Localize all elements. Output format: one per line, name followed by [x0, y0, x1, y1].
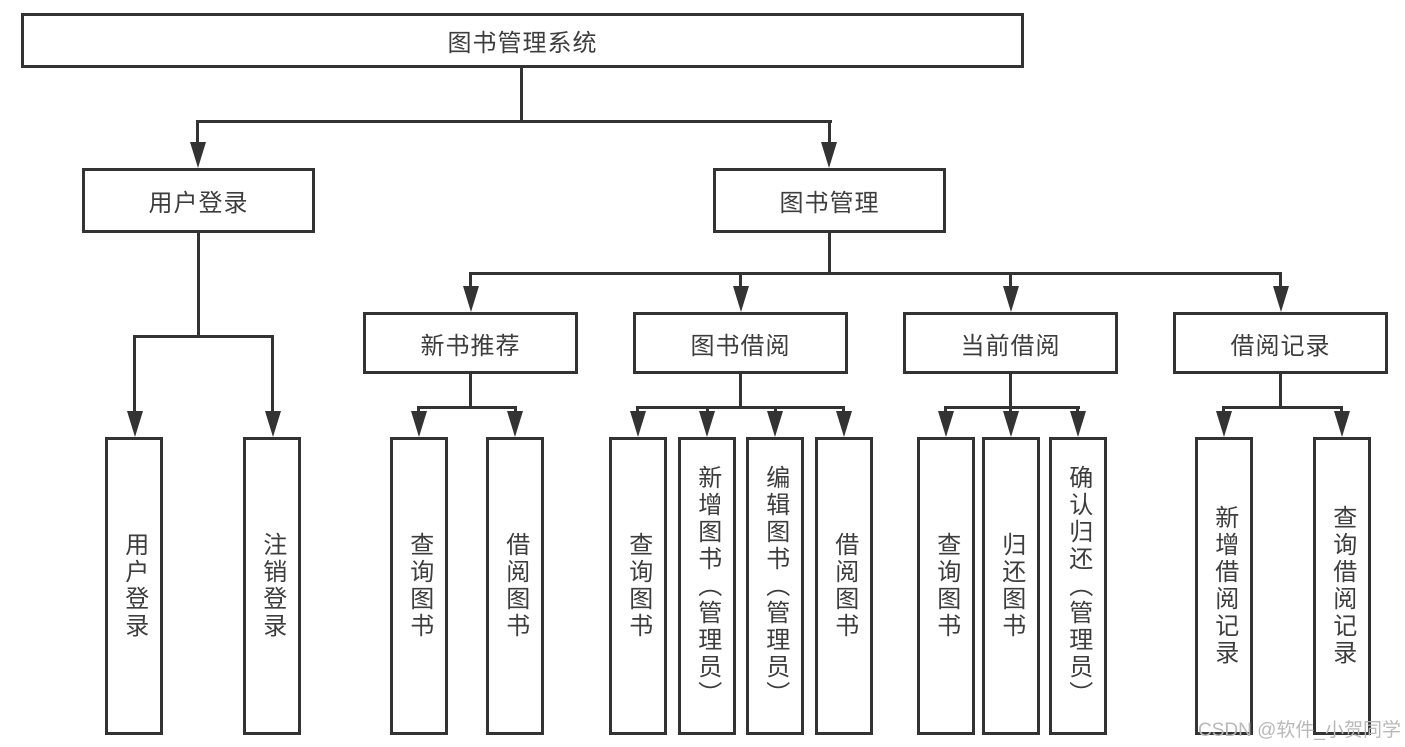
arrow-down-icon: [127, 411, 143, 437]
connector-borrow-records-crossbar: [1222, 406, 1343, 409]
leaf-label: 查询图书: [932, 532, 960, 640]
csdn-watermark: CSDN @软件_小贺同学: [1198, 720, 1401, 741]
connector-book-borrow-crossbar: [636, 406, 845, 409]
leaf-label: 编辑图书（管理员）: [761, 464, 789, 708]
connector-new-book-stem: [469, 374, 472, 406]
leaf-borrow-books: 借阅图书: [815, 437, 873, 735]
connector-root-stem: [520, 68, 523, 120]
node-book-borrowing: 图书借阅: [633, 312, 848, 374]
node-book-management: 图书管理: [713, 168, 946, 233]
leaf-confirm-return-admin: 确认归还（管理员）: [1049, 437, 1107, 735]
node-library-management-system: 图书管理系统: [21, 13, 1024, 68]
arrow-down-icon: [265, 411, 281, 437]
leaf-edit-books-admin: 编辑图书（管理员）: [746, 437, 804, 735]
arrow-down-icon: [1273, 286, 1289, 312]
connector-book-borrow-stem: [739, 374, 742, 406]
connector-user-login-stem: [197, 233, 200, 335]
leaf-label: 查询借阅记录: [1328, 505, 1356, 667]
arrow-down-icon: [1070, 411, 1086, 437]
arrow-down-icon: [1003, 411, 1019, 437]
arrow-down-icon: [733, 286, 749, 312]
leaf-label: 新增借阅记录: [1210, 505, 1238, 667]
connector-new-book-crossbar: [417, 406, 517, 409]
connector-drop-new-book: [469, 272, 472, 288]
leaf-borrow-query-books: 查询图书: [609, 437, 667, 735]
node-borrowing-records: 借阅记录: [1173, 312, 1388, 374]
leaf-label: 归还图书: [997, 532, 1025, 640]
connector-book-management-crossbar: [469, 272, 1282, 275]
leaf-return-books: 归还图书: [982, 437, 1040, 735]
arrow-down-icon: [836, 411, 852, 437]
connector-drop-book-management: [828, 120, 831, 146]
node-label: 借阅记录: [1230, 332, 1331, 360]
connector-drop-current-borrow: [1009, 272, 1012, 288]
connector-book-management-stem: [828, 233, 831, 272]
arrow-down-icon: [507, 411, 523, 437]
connector-drop-user-login: [196, 120, 199, 146]
leaf-newbook-borrow-books: 借阅图书: [486, 437, 544, 735]
arrow-down-icon: [1334, 411, 1350, 437]
leaf-label: 确认归还（管理员）: [1064, 464, 1092, 708]
leaf-add-borrow-record: 新增借阅记录: [1195, 437, 1253, 735]
node-label: 当前借阅: [960, 332, 1061, 360]
connector-borrow-records-stem: [1279, 374, 1282, 406]
arrow-down-icon: [630, 411, 646, 437]
arrow-down-icon: [411, 411, 427, 437]
leaf-current-query-books: 查询图书: [917, 437, 975, 735]
leaf-label: 借阅图书: [830, 532, 858, 640]
leaf-add-books-admin: 新增图书（管理员）: [678, 437, 736, 735]
leaf-label: 用户登录: [120, 532, 148, 640]
node-label: 新书推荐: [420, 332, 521, 360]
leaf-label: 查询图书: [624, 532, 652, 640]
leaf-newbook-query-books: 查询图书: [390, 437, 448, 735]
arrow-down-icon: [938, 411, 954, 437]
node-new-book-recommendation: 新书推荐: [363, 312, 578, 374]
connector-current-borrow-crossbar: [944, 406, 1080, 409]
arrow-down-icon: [699, 411, 715, 437]
arrow-down-icon: [821, 142, 837, 168]
connector-current-borrow-stem: [1009, 374, 1012, 406]
connector-drop-book-borrow: [739, 272, 742, 288]
arrow-down-icon: [190, 142, 206, 168]
arrow-down-icon: [1003, 286, 1019, 312]
node-label: 用户登录: [148, 190, 249, 217]
leaf-label: 新增图书（管理员）: [693, 464, 721, 708]
connector-drop-leaf: [133, 335, 136, 413]
leaf-label: 借阅图书: [501, 532, 529, 640]
connector-drop-borrow-records: [1279, 272, 1282, 288]
node-user-login: 用户登录: [82, 168, 315, 233]
leaf-query-borrow-record: 查询借阅记录: [1313, 437, 1371, 735]
arrow-down-icon: [463, 286, 479, 312]
leaf-label: 查询图书: [405, 532, 433, 640]
leaf-user-login: 用户登录: [105, 437, 163, 735]
connector-user-login-crossbar: [133, 335, 274, 338]
node-label: 图书借阅: [690, 332, 791, 360]
node-label: 图书管理系统: [447, 30, 598, 57]
connector-drop-leaf: [271, 335, 274, 413]
node-current-borrowing: 当前借阅: [903, 312, 1118, 374]
leaf-logout: 注销登录: [243, 437, 301, 735]
arrow-down-icon: [767, 411, 783, 437]
arrow-down-icon: [1216, 411, 1232, 437]
node-label: 图书管理: [779, 190, 880, 217]
connector-root-crossbar: [196, 120, 832, 123]
leaf-label: 注销登录: [258, 532, 286, 640]
